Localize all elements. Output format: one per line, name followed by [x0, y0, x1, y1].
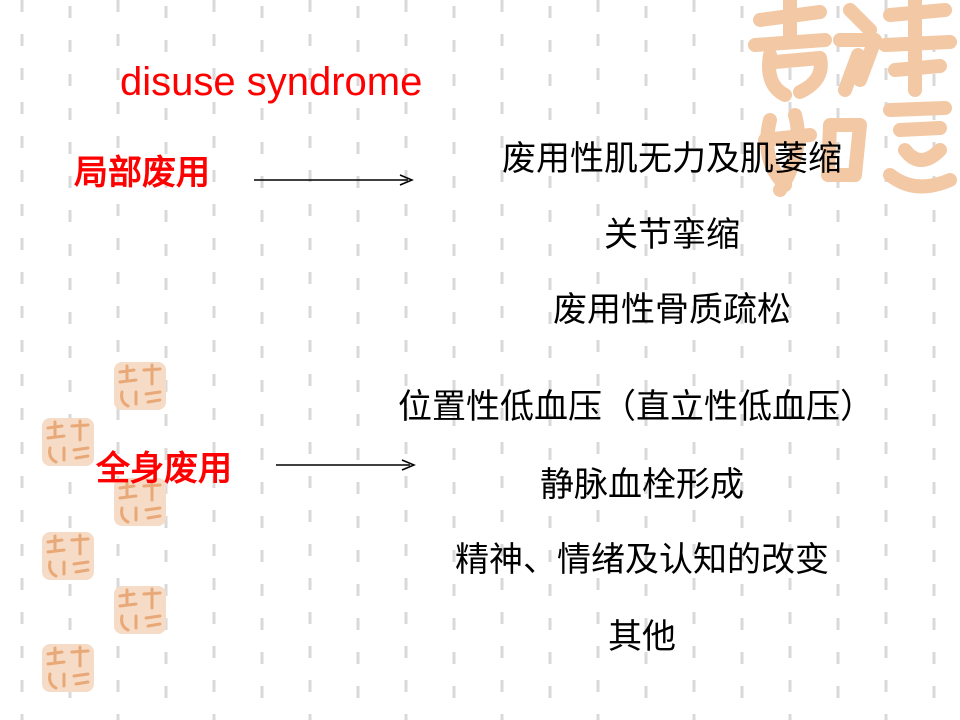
- list-item: 废用性骨质疏松: [553, 290, 791, 330]
- decorative-seal-stamp-icon: [42, 532, 94, 580]
- list-item: 位置性低血压（直立性低血压）: [398, 387, 874, 427]
- decorative-seal-stamp-icon: [42, 418, 94, 466]
- slide-title: disuse syndrome: [120, 60, 423, 104]
- decorative-seal-stamp-icon: [114, 478, 166, 526]
- decorative-seal-stamp-icon: [42, 644, 94, 692]
- section-label-systemic: 全身废用: [96, 449, 232, 489]
- decorative-seal-stamp-icon: [748, 0, 957, 197]
- decorative-seal-stamp-icon: [114, 362, 166, 410]
- section-label-local: 局部废用: [74, 153, 210, 193]
- decorative-seal-stamp-icon: [114, 586, 166, 634]
- list-item: 关节挛缩: [604, 215, 740, 255]
- right-arrow-icon: [254, 174, 414, 186]
- list-item: 其他: [608, 617, 676, 657]
- list-item: 精神、情绪及认知的改变: [455, 540, 829, 580]
- list-item: 静脉血栓形成: [540, 465, 744, 505]
- right-arrow-icon: [276, 459, 416, 471]
- list-item: 废用性肌无力及肌萎缩: [502, 139, 842, 179]
